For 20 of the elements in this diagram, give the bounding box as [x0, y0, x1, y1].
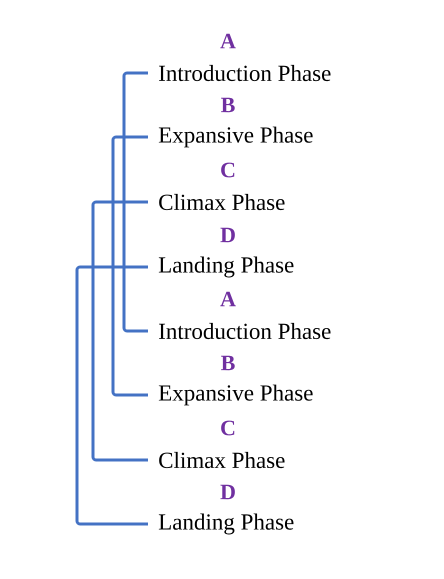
- letter-label: C: [221, 162, 234, 178]
- phase-label: Introduction Phase: [159, 64, 330, 82]
- letter-label: C: [221, 420, 234, 436]
- bracket-connector: [92, 200, 148, 462]
- bracket-connector: [112, 136, 148, 396]
- phase-label: Landing Phase: [158, 514, 294, 534]
- phase-label: Expansive Phase: [158, 126, 313, 148]
- letter-label: A: [220, 292, 236, 306]
- letter-label: D: [220, 228, 235, 242]
- phase-label: Landing Phase: [158, 256, 294, 278]
- phase-label: Expansive Phase: [158, 384, 313, 406]
- bracket-connector: [122, 72, 148, 332]
- bracket-connector: [76, 266, 148, 526]
- phase-label: Introduction Phase: [159, 322, 330, 340]
- phase-label: Climax Phase: [159, 452, 285, 468]
- letter-label: D: [220, 484, 235, 500]
- letter-label: A: [220, 34, 236, 48]
- phase-label: Climax Phase: [159, 194, 285, 210]
- letter-label: B: [221, 356, 235, 370]
- letter-label: B: [221, 98, 235, 112]
